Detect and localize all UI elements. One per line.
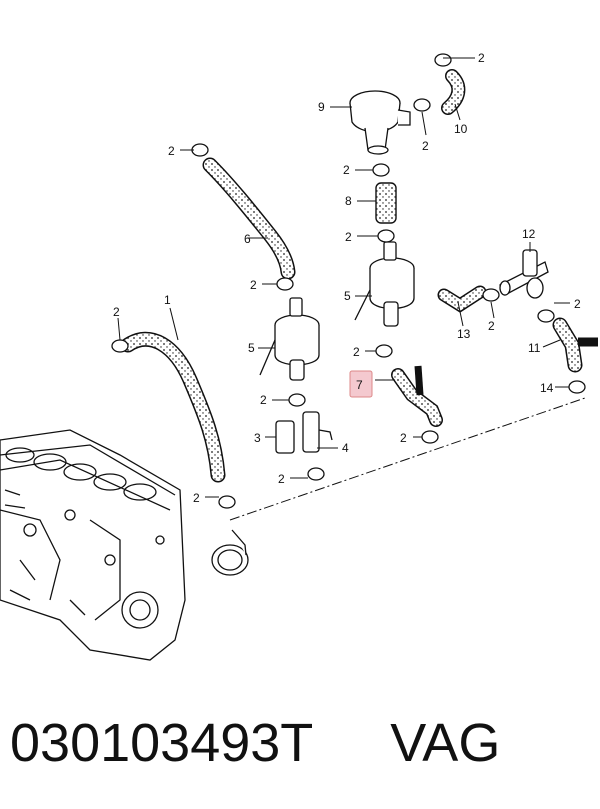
callout-8: 8 [345,194,352,208]
callout-6: 6 [244,232,251,246]
highlight-box-7 [349,370,373,398]
callout-2: 2 [278,472,285,486]
hose-8 [375,182,397,224]
hose-clamps [111,53,586,509]
callout-10: 10 [454,122,468,136]
callout-2: 2 [343,163,350,177]
filter-5-left [259,297,320,381]
callout-11: 11 [528,341,541,355]
filter-5-right [354,241,415,327]
callout-5: 5 [248,341,255,355]
part-3-4 [275,411,333,454]
callout-labels: 2 9 2 10 2 2 8 2 6 12 2 5 5 2 2 1 2 13 1… [113,51,581,505]
leader-lines [117,57,570,498]
callout-2: 2 [422,139,429,153]
part-caption: 030103493T VAG [10,700,590,800]
parts-diagram: 2 9 2 10 2 2 8 2 6 12 2 5 5 2 2 1 2 13 1… [0,51,598,661]
callout-2: 2 [113,305,120,319]
callout-2: 2 [168,144,175,158]
connector-12 [499,249,549,299]
callout-4: 4 [342,441,349,455]
callout-13: 13 [457,327,471,341]
callout-9: 9 [318,100,325,114]
callout-14: 14 [540,381,554,395]
callout-2: 2 [488,319,495,333]
engine-block-illustration [0,429,186,661]
callout-2: 2 [260,393,267,407]
callout-2: 2 [574,297,581,311]
filler-neck-illustration [211,529,249,576]
callout-1: 1 [164,293,171,307]
part-number: 030103493T [10,713,314,773]
assembly-line [229,397,586,521]
callout-7: 7 [356,378,363,392]
callout-5: 5 [344,289,351,303]
callout-2: 2 [478,51,485,65]
callout-2: 2 [193,491,200,505]
valve-9 [349,90,411,155]
callout-2: 2 [353,345,360,359]
callout-2: 2 [345,230,352,244]
callout-2: 2 [400,431,407,445]
callout-3: 3 [254,431,261,445]
callout-12: 12 [522,227,536,241]
callout-2: 2 [250,278,257,292]
brand-name: VAG [390,713,501,773]
